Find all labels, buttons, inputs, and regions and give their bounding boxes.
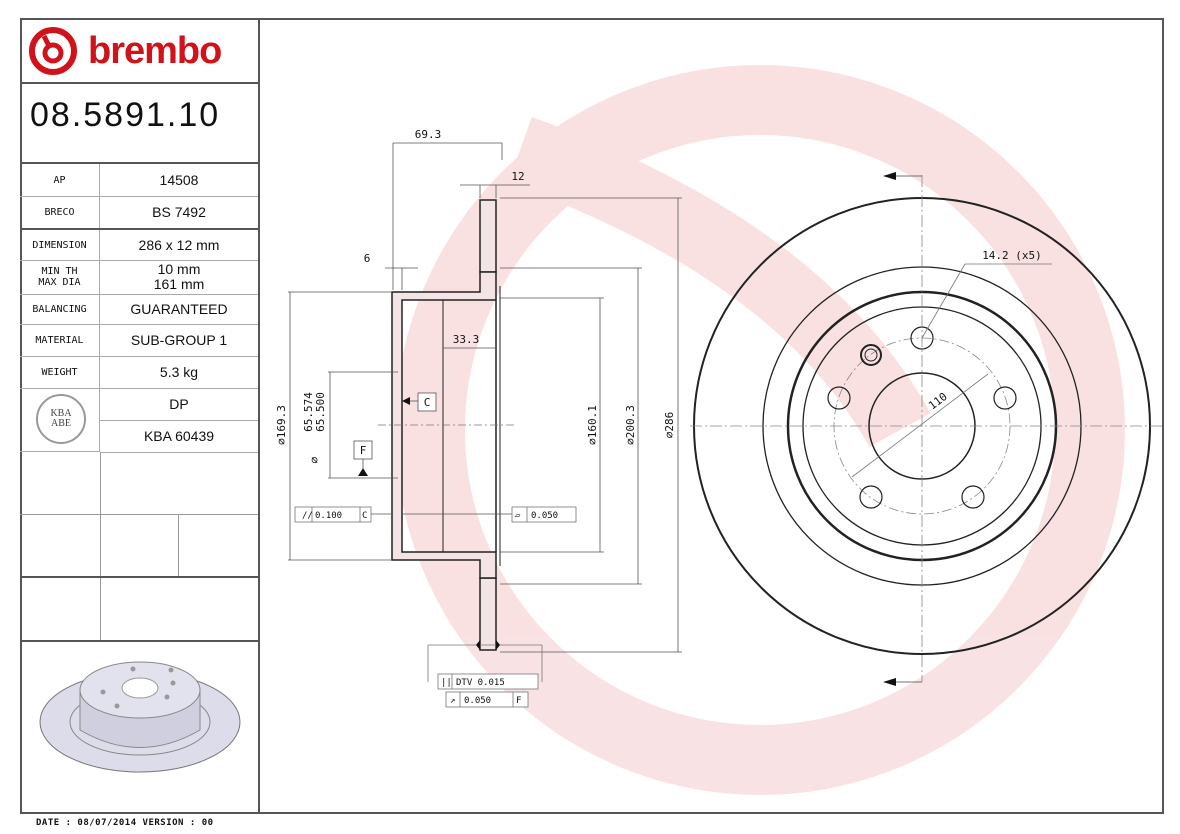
dim-flange: 6 [364, 252, 371, 265]
dia-symbol: ⌀ [308, 456, 321, 463]
brand-name: brembo [88, 30, 222, 72]
tol-runout: 0.050 [464, 696, 491, 706]
spec-label: BALANCING [20, 294, 100, 324]
spec-value: GUARANTEED [130, 300, 228, 317]
spec-row-balancing: BALANCING GUARANTEED [20, 294, 258, 325]
spec-label-line: MIN TH [41, 266, 78, 277]
spec-label: DIMENSION [20, 230, 100, 260]
spec-row-min-max: MIN TH MAX DIA 10 mm 161 mm [20, 260, 258, 295]
spec-label: MATERIAL [20, 324, 100, 356]
parallelism-icon: // [302, 511, 313, 521]
tol-flatness: 0.050 [531, 511, 558, 521]
spec-row-breco: BRECO BS 7492 [20, 196, 258, 230]
spec-row-dimension: DIMENSION 286 x 12 mm [20, 230, 258, 261]
dim-total-depth: 69.3 [415, 128, 442, 141]
cert-row-dp: DP [100, 388, 258, 421]
cert-row-kba: KBA 60439 [100, 420, 258, 453]
part-number: 08.5891.10 [30, 96, 221, 134]
runout-icon: ↗ [450, 696, 455, 706]
section-view [288, 142, 682, 708]
spec-value: 14508 [159, 171, 199, 188]
spec-label-line: MAX DIA [38, 277, 81, 288]
spec-value: BS 7492 [152, 203, 206, 220]
bolt-hole-label: 14.2 (x5) [982, 249, 1042, 262]
badge-line: KBA [50, 408, 72, 419]
disc-3d-render [39, 661, 241, 773]
grid-divider [20, 576, 258, 578]
dia-200: ⌀200.3 [624, 405, 637, 445]
dia-hub-outer: ⌀169.3 [275, 405, 288, 445]
dtv-icon: || [441, 678, 452, 688]
dia-outer: ⌀286 [663, 412, 676, 439]
spec-label: MIN TH MAX DIA [20, 260, 100, 294]
grid-divider [20, 640, 258, 642]
tol-runout-ref: F [516, 696, 521, 706]
grid-divider [20, 514, 258, 515]
spec-value: 5.3 kg [159, 363, 199, 380]
datum-f-label: F [360, 444, 367, 457]
dim-hat-depth: 33.3 [453, 333, 480, 346]
tol-parallelism: 0.100 [315, 511, 342, 521]
tol-dtv: DTV 0.015 [456, 678, 505, 688]
spec-value: 10 mm 161 mm [100, 262, 258, 292]
cert-value: KBA 60439 [143, 427, 215, 444]
spec-row-ap: AP 14508 [20, 164, 258, 197]
spec-row-material: MATERIAL SUB-GROUP 1 [20, 324, 258, 357]
spec-value: 286 x 12 mm [138, 236, 220, 253]
tol-parallelism-ref: C [362, 511, 367, 521]
title-block: brembo 08.5891.10 AP 14508 BRECO BS 7492… [20, 18, 260, 814]
grid-divider [100, 452, 101, 642]
dia-inner-friction: ⌀160.1 [586, 405, 599, 445]
spec-row-weight: WEIGHT 5.3 kg [20, 356, 258, 389]
logo-row: brembo [20, 18, 258, 84]
spec-value-line: 161 mm [153, 276, 205, 292]
date-version: DATE : 08/07/2014 VERSION : 00 [36, 818, 214, 828]
spec-label: AP [20, 164, 100, 196]
spec-value: SUB-GROUP 1 [130, 331, 228, 348]
dia-center-bore-max: 65.574 [302, 392, 315, 432]
dia-center-bore-min: 65.500 [314, 392, 327, 432]
badge-line: ABE [51, 418, 71, 429]
cert-value: DP [169, 395, 189, 412]
front-view [690, 172, 1165, 686]
spec-label: BRECO [20, 196, 100, 228]
kba-abe-badge-icon: KBA ABE [36, 394, 86, 444]
flatness-icon: ▱ [515, 511, 521, 521]
part-number-row: 08.5891.10 [20, 82, 258, 164]
kba-badge-cell: KBA ABE [20, 388, 100, 452]
spec-value-line: 10 mm [157, 261, 201, 277]
grid-divider [178, 514, 179, 576]
spec-label: WEIGHT [20, 356, 100, 388]
dim-thickness: 12 [511, 170, 524, 183]
brembo-logo-icon [29, 27, 77, 75]
datum-c-label: C [424, 396, 431, 409]
drawing-frame [20, 18, 1164, 814]
